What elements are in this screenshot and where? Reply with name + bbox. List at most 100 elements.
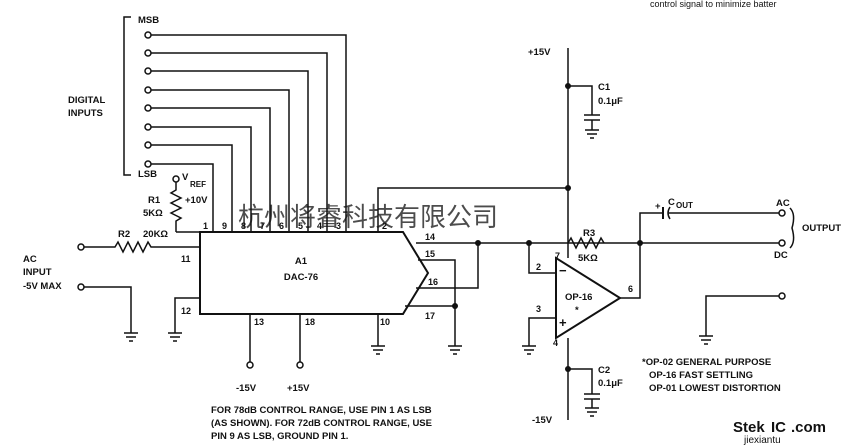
digital-input-terminal[interactable] — [144, 104, 152, 112]
top-supply-group: +15V C1 0.1μF — [528, 47, 623, 258]
ground-icon — [585, 129, 599, 139]
site-logo: Stek IC .com jiexiantu — [733, 419, 826, 446]
dac-pin-4: 4 — [317, 221, 322, 231]
pin2-feedback-line — [377, 187, 568, 232]
note-line-2: (AS SHOWN). FOR 72dB CONTROL RANGE, USE — [211, 418, 432, 429]
input-line-pin7 — [151, 107, 271, 232]
output-label: OUTPUT — [802, 223, 841, 234]
dac-pin-13: 13 — [254, 317, 264, 327]
opamp-minus-input — [528, 243, 556, 274]
dac-pin-5: 5 — [298, 221, 303, 231]
junction-dot — [452, 303, 458, 309]
c2-name: C2 — [598, 365, 610, 376]
logo-part-1: Stek — [733, 419, 765, 436]
output-brace — [789, 207, 795, 249]
dac-pin-18: 18 — [305, 317, 315, 327]
c2-line — [568, 368, 593, 394]
vref-voltage-label: +10V — [185, 195, 208, 206]
ac-output-terminal[interactable] — [778, 209, 786, 217]
opamp-part: OP-16 — [565, 292, 592, 303]
digital-inputs-title-1: DIGITAL — [68, 95, 105, 106]
dac-neg-supply-label: -15V — [236, 383, 257, 394]
ground-terminal[interactable] — [778, 292, 786, 300]
digital-input-terminal[interactable] — [144, 141, 152, 149]
input-line-pin5 — [151, 70, 309, 232]
dac-pos-supply-terminal[interactable] — [296, 361, 304, 369]
top-fragment-text: control signal to minimize batter — [650, 0, 777, 9]
vref-terminal[interactable] — [172, 175, 180, 183]
digital-input-terminal[interactable] — [144, 123, 152, 131]
footnote-ground-line — [705, 295, 779, 336]
r2-name: R2 — [118, 229, 130, 240]
dac-pin-12: 12 — [181, 306, 191, 316]
pin16-line — [416, 243, 479, 289]
opamp-pin-2: 2 — [536, 262, 541, 272]
output-group: + C OUT AC DC OUTPUT — [639, 197, 841, 261]
dc-output-terminal[interactable] — [778, 239, 786, 247]
digital-input-terminal[interactable] — [144, 86, 152, 94]
ground-icon — [585, 407, 599, 417]
digital-inputs-title-2: INPUTS — [68, 108, 103, 119]
ac-input-label-1: AC — [23, 254, 37, 265]
ac-input-ground-line — [84, 286, 132, 333]
dac-a1: A1 DAC-76 1 9 8 7 6 5 4 3 2 11 12 13 18 … — [168, 221, 438, 394]
bottom-supply-group: C2 0.1μF -15V — [532, 338, 623, 426]
ac-input-label-2: INPUT — [23, 267, 52, 278]
dac-part: DAC-76 — [284, 272, 318, 283]
digital-input-terminal[interactable] — [144, 67, 152, 75]
c1-value: 0.1μF — [598, 96, 623, 107]
r1-value: 5KΩ — [143, 208, 163, 219]
digital-input-terminal[interactable] — [144, 31, 152, 39]
input-line-pin4 — [151, 52, 328, 232]
dac-pin-17: 17 — [425, 311, 435, 321]
r2-value: 20KΩ — [143, 229, 168, 240]
pin12-ground-line — [174, 297, 200, 333]
digital-input-terminal[interactable] — [144, 160, 152, 168]
dac-pin-7: 7 — [260, 221, 265, 231]
ground-icon — [699, 335, 713, 345]
cout-sub: OUT — [676, 201, 693, 210]
cout-plus: + — [655, 201, 661, 212]
ground-icon — [522, 345, 536, 355]
opamp-minus: − — [559, 263, 567, 278]
junction-dot — [565, 185, 571, 191]
dac-pos-supply-label: +15V — [287, 383, 310, 394]
dac-neg-supply-terminal[interactable] — [246, 361, 254, 369]
digital-inputs-group: MSB LSB DIGITAL INPUTS — [68, 15, 347, 232]
c2-value: 0.1μF — [598, 378, 623, 389]
footnote-line-2: OP-16 FAST SETTLING — [649, 370, 753, 381]
opamp-pin-3: 3 — [536, 304, 541, 314]
ac-output-label: AC — [776, 198, 790, 209]
ac-input-terminal-bottom[interactable] — [77, 283, 85, 291]
opamp-plus: + — [559, 315, 567, 330]
c1-capacitor — [584, 114, 600, 121]
cout-line-left — [639, 212, 663, 243]
dac-pin-2: 2 — [382, 221, 387, 231]
c1-name: C1 — [598, 82, 611, 93]
dac-body — [199, 231, 430, 315]
vref-sub-label: REF — [190, 180, 206, 189]
opamp-pin-6: 6 — [628, 284, 633, 294]
dac-pin-16: 16 — [428, 277, 438, 287]
vref-r1-group: V REF +10V R1 5KΩ — [143, 172, 208, 233]
opamp-output-line — [620, 243, 641, 299]
input-line-pin6 — [151, 89, 290, 232]
vref-v-label: V — [182, 172, 189, 183]
logo-part-3: .com — [791, 419, 826, 436]
digital-inputs-bracket — [123, 16, 131, 176]
digital-input-terminal[interactable] — [144, 49, 152, 57]
dac-pin-10: 10 — [380, 317, 390, 327]
ac-input-label-3: -5V MAX — [23, 281, 62, 292]
opamp-plus-input — [528, 317, 556, 346]
logo-part-2: IC — [771, 419, 786, 436]
dac-pin-11: 11 — [181, 254, 191, 264]
pin15-ground-line — [418, 259, 456, 346]
ac-input-terminal-top[interactable] — [77, 243, 85, 251]
ground-icon — [448, 345, 462, 355]
footnote-line-3: OP-01 LOWEST DISTORTION — [649, 383, 781, 394]
dc-output-label: DC — [774, 250, 788, 261]
r3-name: R3 — [583, 228, 595, 239]
dac-ref: A1 — [295, 256, 308, 267]
watermark-text: 杭州将睿科技有限公司 — [238, 202, 498, 232]
